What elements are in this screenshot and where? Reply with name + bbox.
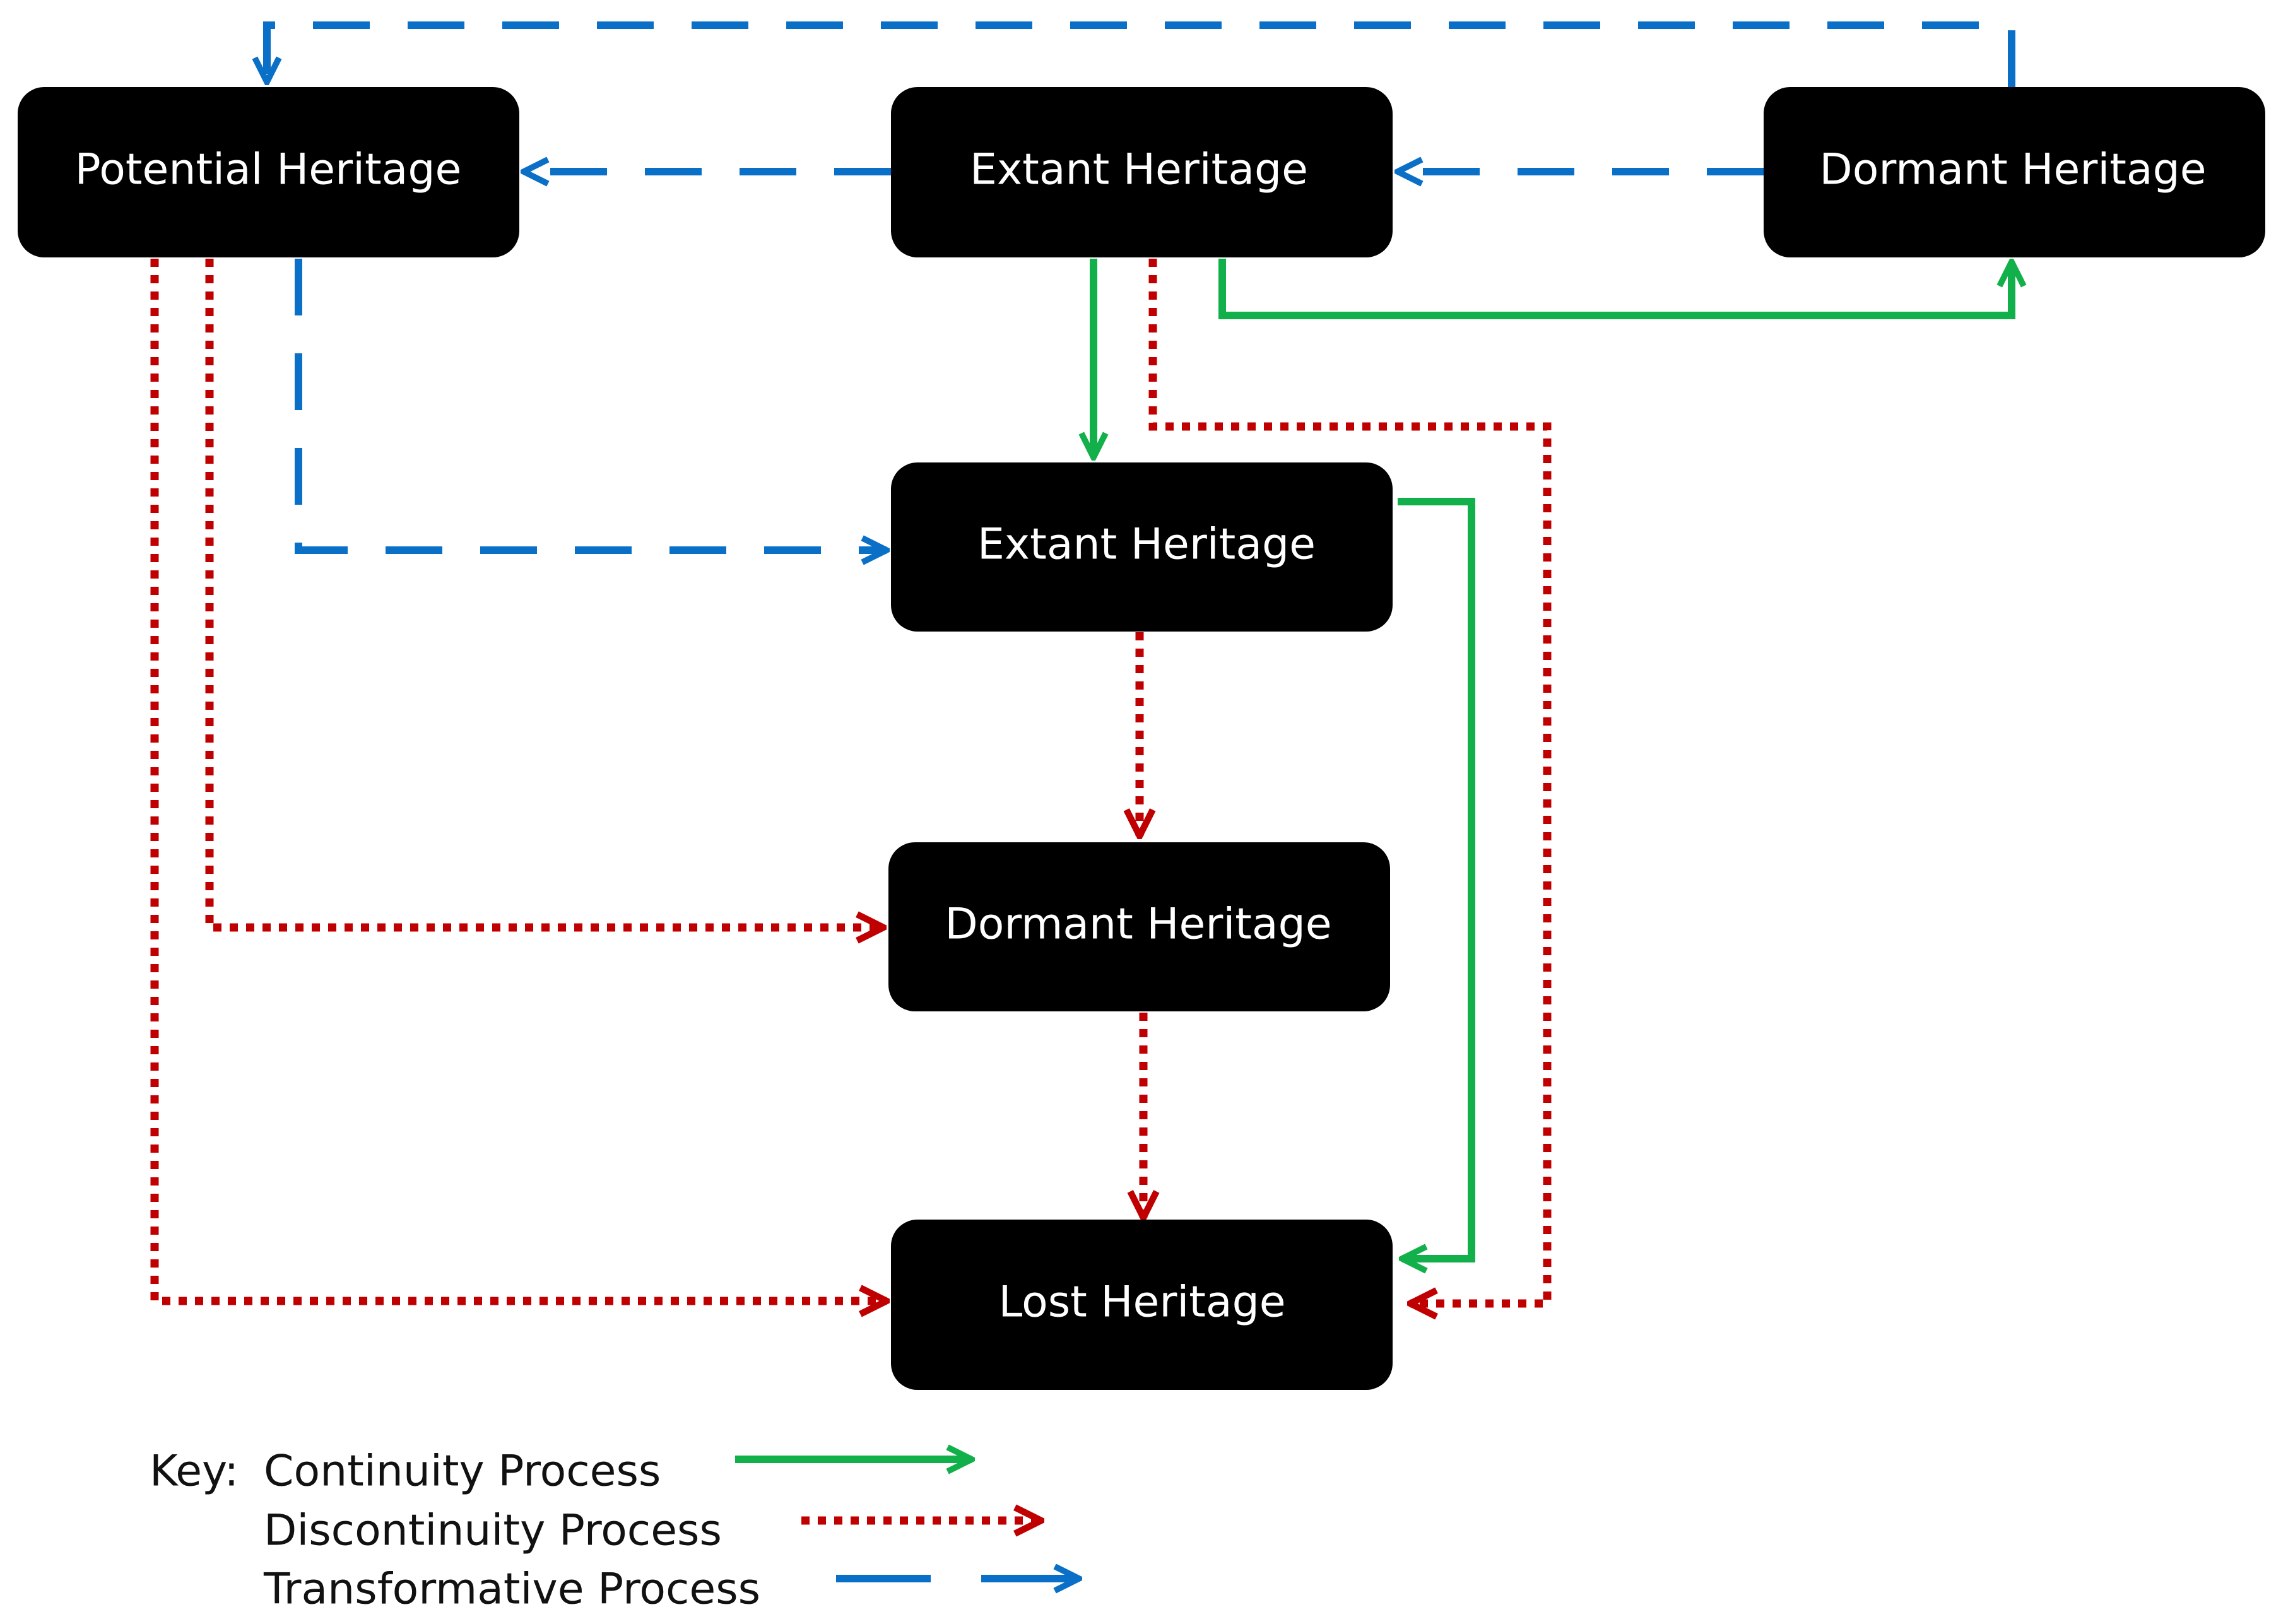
node-extant-heritage-middle: Extant Heritage <box>891 462 1393 632</box>
node-label: Potential Heritage <box>75 145 462 195</box>
node-extant-heritage-top: Extant Heritage <box>891 87 1393 257</box>
legend: Key: Continuity Process Discontinuity Pr… <box>150 1447 1079 1615</box>
discontinuity-potential-to-lost <box>150 259 887 1301</box>
node-label: Dormant Heritage <box>945 900 1331 950</box>
legend-transformative-label: Transformative Process <box>263 1565 760 1615</box>
discontinuity-potential-to-dormant-middle <box>205 259 883 927</box>
node-dormant-heritage-top: Dormant Heritage <box>1764 87 2265 257</box>
node-potential-heritage: Potential Heritage <box>18 87 519 257</box>
discontinuity-extant-top-to-lost <box>1148 259 1552 1303</box>
continuity-extant-top-to-dormant-top <box>1218 259 2012 319</box>
node-label: Lost Heritage <box>998 1278 1285 1327</box>
node-label: Extant Heritage <box>970 145 1308 195</box>
node-lost-heritage: Lost Heritage <box>891 1220 1393 1390</box>
node-dormant-heritage-middle: Dormant Heritage <box>888 842 1390 1011</box>
legend-continuity-label: Continuity Process <box>264 1447 661 1497</box>
legend-discontinuity-label: Discontinuity Process <box>264 1506 722 1556</box>
continuity-extant-middle-to-lost <box>1398 498 1475 1259</box>
node-label: Dormant Heritage <box>1819 145 2206 195</box>
connectors <box>150 21 2015 1303</box>
transform-potential-to-extant-middle <box>295 259 887 550</box>
transform-dormant-top-to-potential <box>267 21 2015 87</box>
node-label: Extant Heritage <box>977 520 1316 570</box>
legend-prefix: Key: <box>150 1447 239 1497</box>
